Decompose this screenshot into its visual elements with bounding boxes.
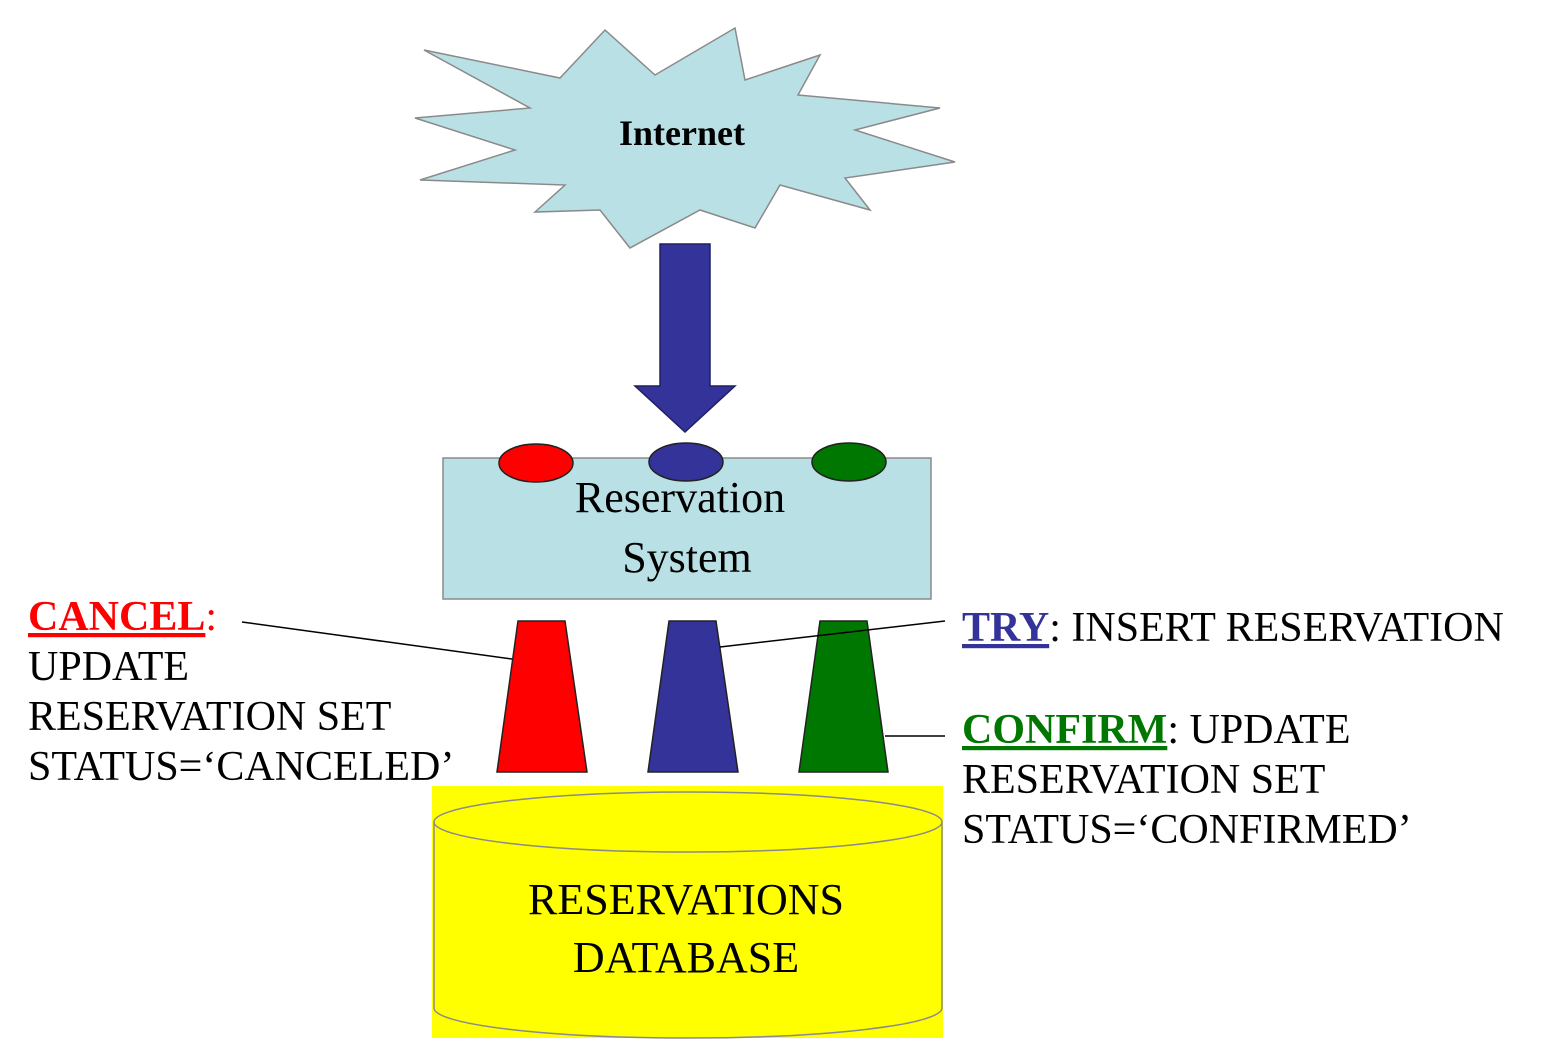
- database-line2: DATABASE: [573, 933, 799, 982]
- red-indicator: [498, 443, 574, 483]
- try-label: TRY: INSERT RESERVATION: [962, 605, 1504, 651]
- confirm-transaction-shape: [798, 620, 889, 773]
- cancel-connector: [241, 621, 513, 660]
- confirm-label: CONFIRM: UPDATE: [962, 707, 1351, 753]
- internet-cloud-shape: [414, 26, 956, 249]
- confirm-line1: RESERVATION SET: [962, 757, 1325, 803]
- green-indicator: [811, 442, 887, 482]
- reservation-system-line1: Reservation: [575, 473, 785, 522]
- try-transaction-shape: [647, 620, 739, 773]
- confirm-rest: : UPDATE: [1167, 707, 1350, 753]
- reservation-system-line2: System: [622, 533, 752, 582]
- cancel-line2: RESERVATION SET: [28, 694, 391, 740]
- cancel-keyword: CANCEL: [28, 594, 205, 640]
- database-line1: RESERVATIONS: [528, 875, 844, 924]
- try-rest: : INSERT RESERVATION: [1049, 605, 1504, 651]
- down-arrow: [633, 243, 737, 434]
- cancel-transaction-shape: [496, 620, 588, 773]
- confirm-line2: STATUS=‘CONFIRMED’: [962, 807, 1412, 853]
- cancel-line1: UPDATE: [28, 644, 189, 690]
- try-connector: [719, 620, 946, 648]
- cancel-separator: :: [205, 594, 217, 640]
- cancel-line3: STATUS=‘CANCELED’: [28, 744, 454, 790]
- confirm-keyword: CONFIRM: [962, 707, 1167, 753]
- database-top: [433, 791, 943, 853]
- cancel-label: CANCEL:: [28, 594, 217, 640]
- blue-indicator: [648, 442, 724, 482]
- try-keyword: TRY: [962, 605, 1049, 651]
- database-body: [433, 822, 943, 1039]
- internet-label: Internet: [619, 113, 745, 153]
